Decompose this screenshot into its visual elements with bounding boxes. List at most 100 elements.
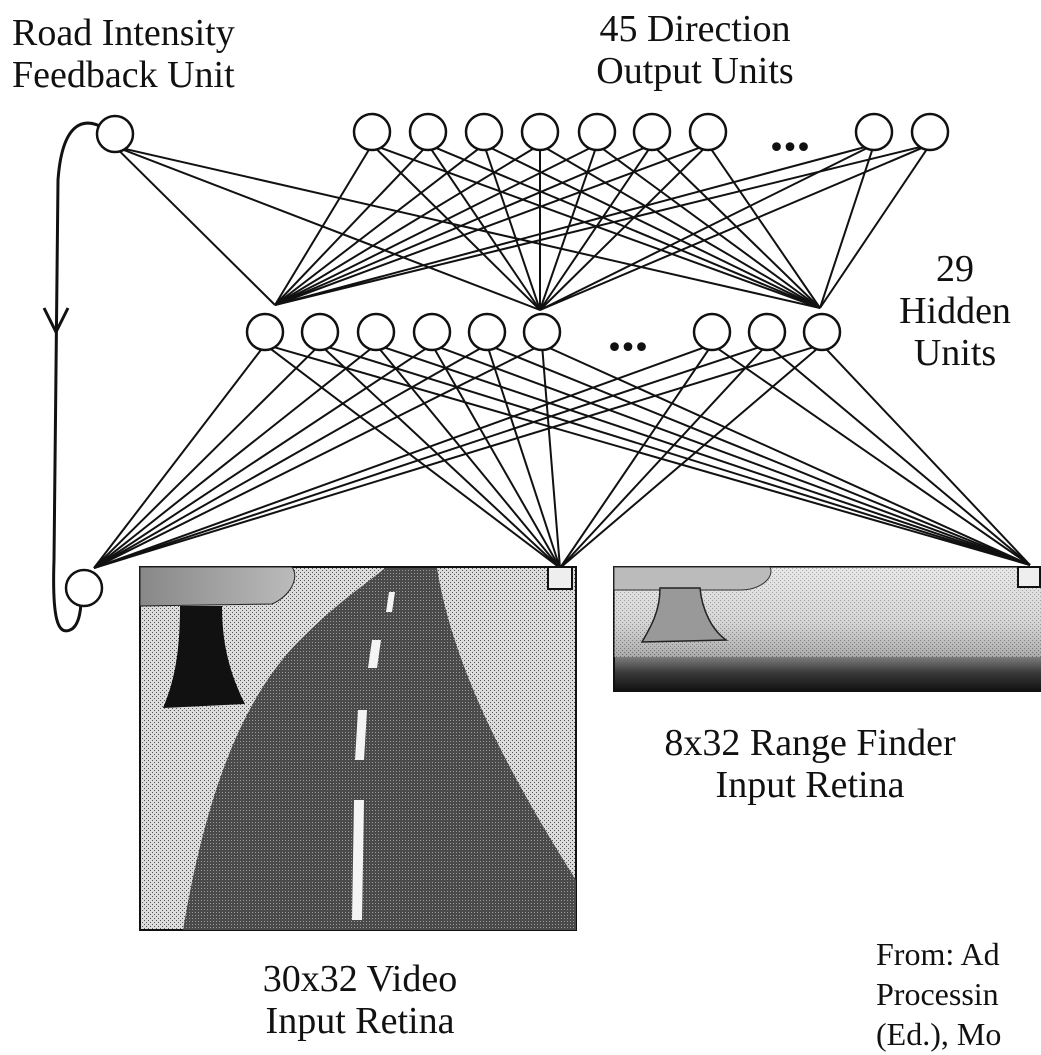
hidden-input-connection	[319, 343, 1031, 566]
hidden-input-connection	[559, 343, 823, 569]
output-hidden-connection	[539, 143, 931, 311]
hidden-unit	[522, 312, 562, 352]
output-hidden-connection	[274, 143, 875, 306]
hidden-label-line2: Hidden	[899, 290, 1011, 332]
hidden-input-connection	[93, 343, 713, 569]
output-unit	[520, 112, 560, 152]
feedback-output-unit	[95, 114, 135, 154]
hidden-input-connection	[431, 343, 1031, 566]
tree-trunk	[163, 606, 245, 708]
feedback-loop	[52, 121, 111, 633]
hidden-label-line3: Units	[913, 332, 997, 374]
road-shape	[183, 568, 576, 930]
hidden-input-connection	[264, 343, 561, 569]
hidden-input-connection	[559, 344, 713, 569]
output-unit	[632, 112, 672, 152]
output-hidden-connection	[114, 145, 821, 309]
hidden-input-connection	[375, 343, 1031, 566]
hidden-unit	[692, 312, 732, 352]
source-note-line2: Processin	[876, 976, 999, 1012]
hidden-units-label: 29 Hidden Units	[880, 248, 1030, 374]
hidden-unit	[245, 312, 285, 352]
hidden-input-connection	[93, 343, 433, 569]
hidden-input-connection	[264, 343, 1031, 566]
range-retina-corner-unit	[1017, 566, 1041, 588]
range-label-line1: 8x32 Range Finder	[664, 722, 956, 764]
hidden-input-connection	[559, 343, 768, 569]
feedback-label-line1: Road Intensity	[12, 12, 235, 54]
output-label-line2: Output Units	[596, 50, 794, 92]
output-hidden-connection	[274, 143, 485, 306]
hidden-unit	[802, 312, 842, 352]
hidden-input-connection	[375, 343, 561, 569]
feedback-unit-label: Road Intensity Feedback Unit	[12, 12, 235, 96]
hidden-input-connection	[93, 343, 266, 569]
hidden-input-connection	[93, 343, 488, 569]
connection-lines	[93, 143, 1031, 569]
hidden-input-connection	[486, 343, 1031, 566]
hidden-label-line1: 29	[936, 248, 974, 290]
output-hidden-connection	[274, 143, 931, 306]
units	[64, 112, 950, 608]
output-unit	[854, 112, 894, 152]
hidden-input-connection	[711, 343, 1031, 566]
feedback-label-line2: Feedback Unit	[12, 54, 235, 96]
output-unit	[688, 112, 728, 152]
output-ellipsis: ...	[770, 102, 811, 162]
hidden-input-connection	[93, 343, 543, 569]
output-units-label: 45 Direction Output Units	[520, 8, 870, 92]
hidden-input-connection	[93, 343, 768, 569]
output-hidden-connection	[707, 144, 821, 309]
hidden-input-connection	[541, 344, 561, 569]
output-hidden-connection	[274, 143, 429, 306]
output-hidden-connection	[114, 145, 541, 311]
video-label-line2: Input Retina	[265, 1000, 455, 1042]
range-finder-label: 8x32 Range Finder Input Retina	[610, 722, 1010, 806]
feedback-arrow-icon	[42, 307, 70, 336]
output-label-line1: 45 Direction	[599, 8, 791, 50]
hidden-unit	[412, 312, 452, 352]
output-unit	[910, 112, 950, 152]
hidden-input-connection	[93, 343, 377, 569]
output-hidden-connection	[274, 143, 541, 306]
output-unit	[352, 112, 392, 152]
video-retina-label: 30x32 Video Input Retina	[180, 958, 540, 1042]
hidden-input-connection	[821, 343, 1031, 566]
output-hidden-connection	[539, 143, 709, 311]
hidden-unit	[467, 312, 507, 352]
hidden-input-connection	[541, 343, 1031, 566]
hidden-unit	[747, 312, 787, 352]
source-note-line1: From: Ad	[876, 936, 1000, 972]
hidden-unit	[300, 312, 340, 352]
hidden-unit	[356, 312, 396, 352]
output-hidden-connection	[483, 144, 541, 311]
hidden-input-connection	[431, 344, 561, 569]
output-hidden-connection	[274, 143, 709, 306]
feedback-input-unit	[64, 568, 104, 608]
output-unit	[408, 112, 448, 152]
output-unit	[464, 112, 504, 152]
output-hidden-connection	[539, 143, 821, 309]
lane-markings	[352, 592, 395, 920]
output-hidden-connection	[819, 144, 931, 309]
source-note-line3: (Ed.), Mo	[876, 1016, 1002, 1052]
output-hidden-connection	[274, 143, 653, 306]
output-hidden-connection	[483, 143, 821, 309]
hidden-input-connection	[93, 343, 321, 569]
hidden-input-connection	[766, 343, 1031, 566]
output-hidden-connection	[114, 145, 276, 306]
video-label-line1: 30x32 Video	[262, 958, 458, 1000]
hidden-input-connection	[93, 343, 823, 569]
hidden-input-connection	[486, 344, 561, 569]
output-hidden-connection	[274, 143, 598, 306]
output-hidden-connection	[274, 144, 373, 306]
range-finder-retina-image	[613, 566, 1041, 692]
hidden-input-connection	[319, 343, 561, 569]
output-unit	[577, 112, 617, 152]
range-label-line2: Input Retina	[715, 764, 905, 806]
video-retina-corner-unit	[547, 566, 573, 590]
video-input-retina-image	[139, 566, 577, 931]
tree-canopy	[139, 566, 296, 607]
